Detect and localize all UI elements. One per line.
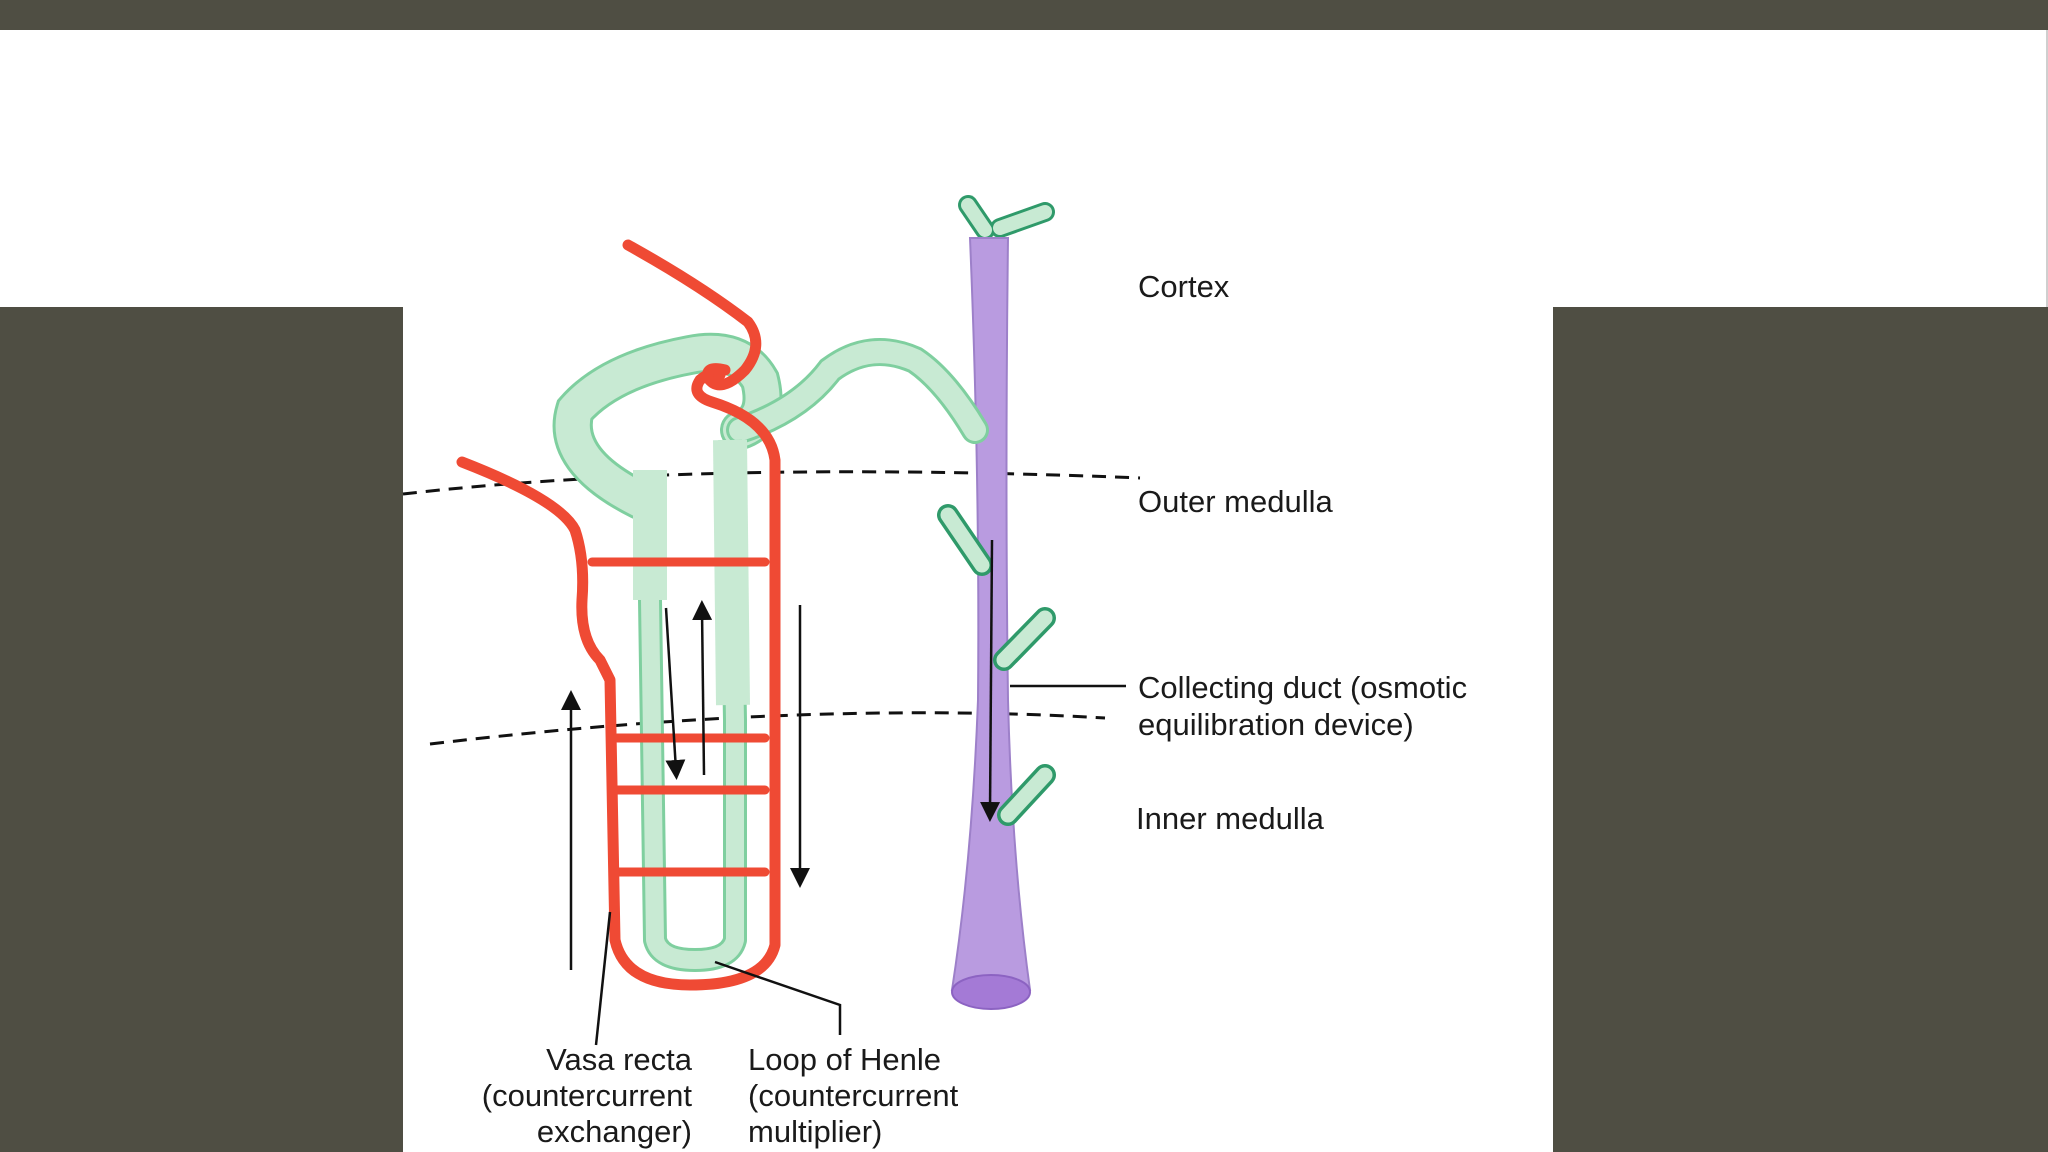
loop-of-henle-leader: [714, 960, 842, 1035]
loop-thick-ascending: [713, 439, 750, 706]
slide-edge: [2046, 30, 2048, 307]
vasa-recta: [456, 239, 781, 991]
collecting-duct-branch-top-right-fill: [993, 205, 1052, 235]
vasa-recta-label-line1: Vasa recta: [546, 1042, 693, 1077]
flow-arrows: [561, 539, 1001, 970]
collecting-duct-opening: [951, 974, 1031, 1010]
vasa-recta-label-line2: (countercurrent: [482, 1078, 693, 1113]
collecting-duct-side-branch-2-fill: [996, 610, 1053, 668]
loop-descending-ascending-fill: [641, 439, 744, 969]
proximal-convolution-fill: [555, 335, 780, 517]
vasa-recta-leader: [594, 911, 612, 1046]
collecting-duct-branch-top-left-fill: [961, 198, 992, 237]
inner-medulla-label: Inner medulla: [1136, 801, 1325, 836]
collecting-duct-label-line1: Collecting duct (osmotic: [1138, 670, 1467, 705]
collecting-duct-side-branch-1-fill: [940, 507, 990, 573]
ascending-limb-up-arrow: [692, 600, 713, 776]
distal-tubule-to-duct-fill: [729, 341, 986, 441]
collecting-duct-side-branch-3-fill: [1000, 767, 1053, 823]
leader-lines: [594, 684, 1126, 1046]
loop-of-henle: [552, 332, 989, 972]
vasa-recta-top-arc: [622, 239, 762, 391]
outer-medulla-label: Outer medulla: [1138, 484, 1333, 519]
vasa-recta-left-inflow: [456, 367, 781, 991]
outer-inner-medulla-boundary: [429, 711, 1106, 746]
descending-limb-down-arrow: [664, 607, 686, 780]
cortex-label: Cortex: [1138, 269, 1230, 304]
loop-of-henle-label-line1: Loop of Henle: [748, 1042, 941, 1077]
collecting-duct-label-line2: equilibration device): [1138, 707, 1414, 742]
collecting-duct: [937, 195, 1056, 1010]
collecting-duct-down-arrow: [980, 539, 1001, 822]
slide-top-band: [0, 30, 2048, 307]
loop-of-henle-label-line3: multiplier): [748, 1114, 882, 1149]
loop-of-henle-label-line2: (countercurrent: [748, 1078, 959, 1113]
vasa-recta-label-line3: exchanger): [537, 1114, 692, 1149]
